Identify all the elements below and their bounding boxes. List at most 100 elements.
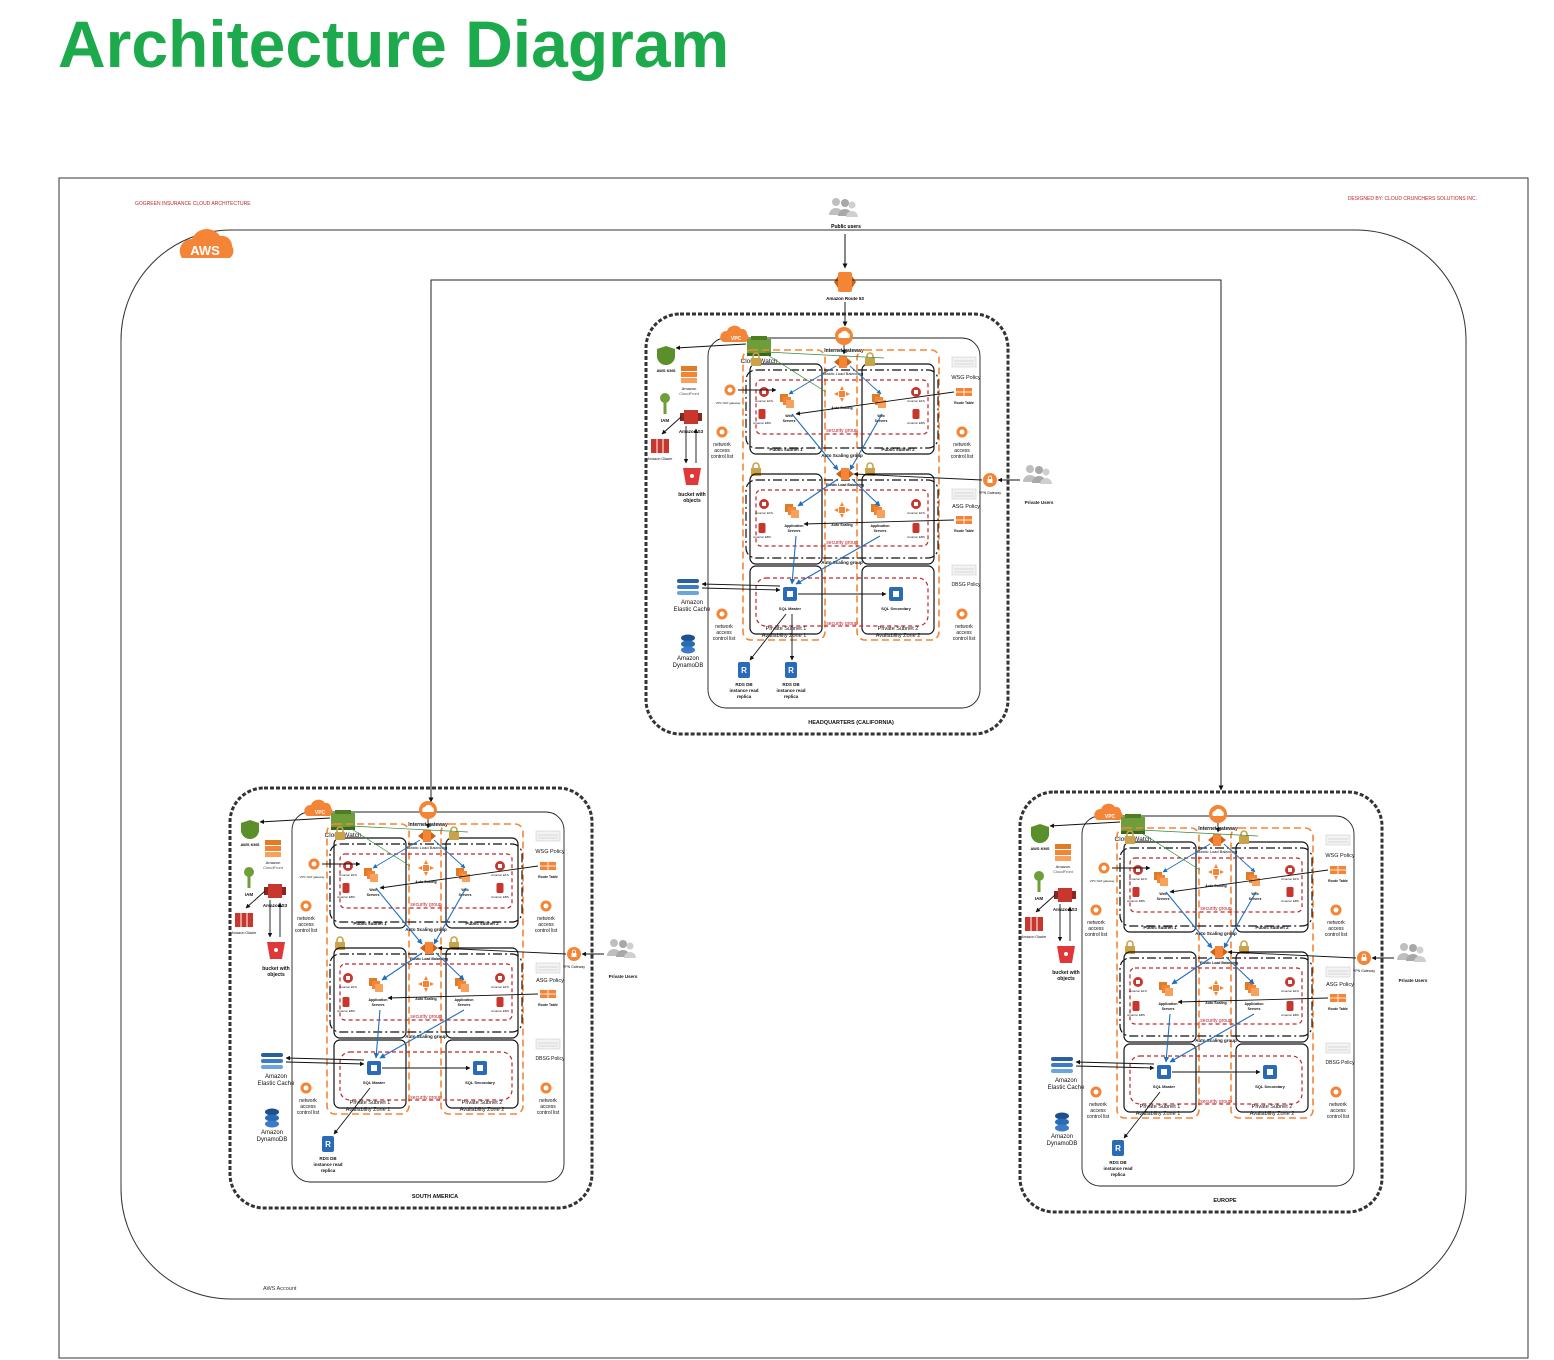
flow-app1-sql <box>789 535 797 585</box>
application-servers-icon <box>785 504 799 518</box>
rds-label-1: RDS DB <box>319 1156 337 1161</box>
aws-cloud-icon: AWS <box>179 229 234 258</box>
auto-scaling-icon <box>418 976 434 992</box>
nacl-label-2: access <box>956 630 972 636</box>
web-servers-label-2: Servers <box>783 419 796 423</box>
rds-label-1: RDS DB <box>1109 1160 1127 1165</box>
s3-label: Amazon S3 <box>1053 907 1078 912</box>
web-asg-label: Auto Scaling group <box>821 453 863 458</box>
flow-web2-elb2 <box>849 413 883 471</box>
route-table-label: Route Table <box>538 875 558 879</box>
public-subnet-2-label: Public subnet 2 <box>1255 925 1289 930</box>
nacl-icon <box>1330 904 1342 916</box>
asg-policy-label: ASG Policy <box>536 978 564 984</box>
s3-label: Amazon S3 <box>263 903 288 908</box>
route-table-label: Route Table <box>1328 879 1348 883</box>
vpc-cloud-icon: VPC <box>720 325 749 342</box>
elasticache-label-1: Amazon <box>1055 1078 1077 1084</box>
db-security-group-label: security group <box>1200 1099 1232 1105</box>
page-title: Architecture Diagram <box>58 7 730 81</box>
public-subnet-1-label: Public subnet 1 <box>1143 925 1177 930</box>
rds-label-3: replica <box>321 1168 336 1173</box>
ebs-icon <box>912 409 920 419</box>
efs-label: Amazon EFS <box>1281 877 1299 881</box>
rds-replica-icon: R <box>738 662 750 678</box>
cloudfront-label-1: Amazon <box>682 386 697 391</box>
region-boundary <box>1018 790 1384 1214</box>
sql-secondary-label: SQL Secondary <box>465 1080 495 1085</box>
elasticache-icon <box>677 579 699 595</box>
efs-icon <box>495 861 505 871</box>
arrow-s3-glacier <box>1035 894 1056 913</box>
auto-scaling-icon <box>418 860 434 876</box>
rds-glyph: R <box>741 666 747 675</box>
cloudfront-label-1: Amazon <box>1056 864 1071 869</box>
app-security-group <box>1129 967 1303 1025</box>
bucket-label-1: bucket with <box>262 966 290 972</box>
public-subnet-1 <box>1123 841 1197 933</box>
policy-icon <box>535 1038 561 1050</box>
ebs-icon <box>758 523 766 533</box>
nacl-icon <box>724 384 736 396</box>
route53-link-to-south-america <box>428 279 838 803</box>
elb-internal-label: Elastic Load Balancing <box>410 957 448 961</box>
dbsg-policy-label: DBSG Policy <box>952 582 981 588</box>
ebs-icon <box>496 997 504 1007</box>
web-servers-icon <box>780 394 794 408</box>
efs-label: Amazon EFS <box>339 985 357 989</box>
lock-icon <box>335 936 345 950</box>
kms-label: AWS KMS <box>240 842 259 847</box>
app-asg-label: Auto Scaling group <box>821 560 863 565</box>
flow-elb-web2 <box>1223 843 1256 873</box>
application-servers-icon <box>1245 982 1259 996</box>
public-subnet-2 <box>1235 841 1309 933</box>
nacl-label-1: network <box>539 1098 557 1104</box>
nacl-icon <box>1098 862 1110 874</box>
vpn-gateway-label: VPN Gateway <box>563 965 585 969</box>
web-asg-label: Auto Scaling group <box>405 927 447 932</box>
dynamodb-icon <box>265 1108 279 1128</box>
private-subnet-1 <box>333 1039 407 1109</box>
asg-policy-label: ASG Policy <box>952 504 980 510</box>
elasticache-label-2: Elastic Cache <box>258 1081 295 1087</box>
arrow-master-cache <box>1075 1059 1155 1065</box>
efs-icon <box>1285 865 1295 875</box>
app-security-group <box>339 963 513 1021</box>
flow-web2-elb2 <box>1223 891 1257 949</box>
dynamodb-label-2: DynamoDB <box>257 1137 288 1143</box>
ebs-label: Amazon EBS <box>491 1009 509 1013</box>
lock-icon <box>865 352 875 366</box>
elb-top-icon <box>1208 834 1226 846</box>
app-subnet-2 <box>861 473 935 565</box>
public-subnet-2 <box>861 363 935 455</box>
nacl-label-1: network <box>1089 1102 1107 1108</box>
elasticache-label-1: Amazon <box>681 600 703 606</box>
web-servers-label-1: Web <box>1159 892 1166 896</box>
flow-web1-elb2 <box>375 887 423 945</box>
route-table-icon <box>956 388 972 396</box>
nacl-label-1: network <box>1329 1102 1347 1108</box>
application-servers-label-1: Application <box>454 998 473 1002</box>
elb-internal-icon <box>836 468 854 480</box>
flow-elb-web1 <box>372 839 421 869</box>
application-servers-label-2: Servers <box>788 529 801 533</box>
web-servers-label-1: Web <box>785 414 792 418</box>
cloudwatch-icon <box>1121 814 1145 834</box>
route53-link-to-europe <box>852 279 1224 791</box>
rds-label-2: instance read <box>313 1162 342 1167</box>
flow-route-web <box>795 391 955 416</box>
app-subnet-1 <box>749 473 823 565</box>
nacl-label-2: access <box>1330 1108 1346 1114</box>
vpn-gateway-icon <box>567 947 581 961</box>
efs-label: Amazon EFS <box>755 511 773 515</box>
public-subnet-1-label: Public subnet 1 <box>353 921 387 926</box>
web-servers-icon <box>872 394 886 408</box>
vpn-gateway-label: VPN Gateway <box>1353 969 1375 973</box>
wsg-policy-label: WSG Policy <box>535 849 565 855</box>
application-servers-label-1: Application <box>784 524 803 528</box>
glacier-label: Amazon Glacier <box>232 931 258 935</box>
policy-icon <box>1325 834 1351 846</box>
arrow-cloudwatch-kms <box>675 343 747 351</box>
rds-label-2: instance read <box>729 688 758 693</box>
dynamodb-label-2: DynamoDB <box>1047 1141 1078 1147</box>
